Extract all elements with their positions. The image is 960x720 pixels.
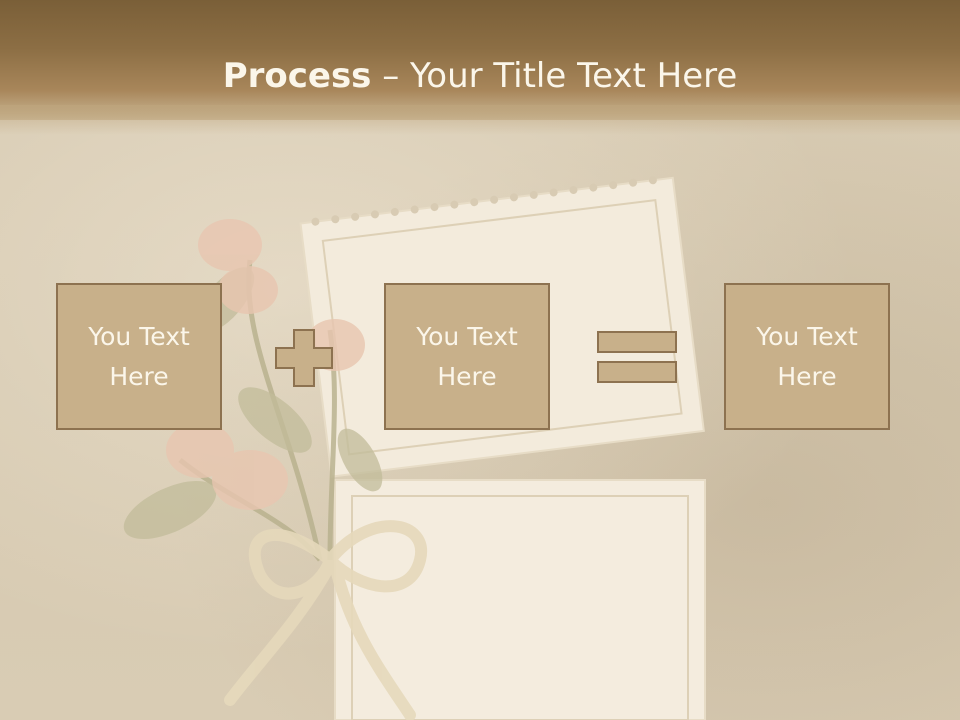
process-box-1-text: You Text Here xyxy=(88,321,190,391)
process-box-3-text: You Text Here xyxy=(756,321,858,391)
title-rest: – Your Title Text Here xyxy=(371,56,738,96)
ribbon-bow xyxy=(224,520,428,720)
plus-sign-icon xyxy=(275,329,333,387)
title-strong: Process xyxy=(222,56,372,96)
title-bar-fade xyxy=(0,105,960,135)
process-box-2-text: You Text Here xyxy=(416,321,518,391)
process-box-3[interactable]: You Text Here xyxy=(724,283,890,430)
rose-buds xyxy=(166,219,365,510)
equals-sign-icon xyxy=(597,331,677,383)
process-box-2[interactable]: You Text Here xyxy=(384,283,550,430)
stamp-frame-lower xyxy=(334,479,706,720)
title-bar xyxy=(0,0,960,120)
process-box-1[interactable]: You Text Here xyxy=(56,283,222,430)
slide-title: Process – Your Title Text Here xyxy=(0,54,960,98)
